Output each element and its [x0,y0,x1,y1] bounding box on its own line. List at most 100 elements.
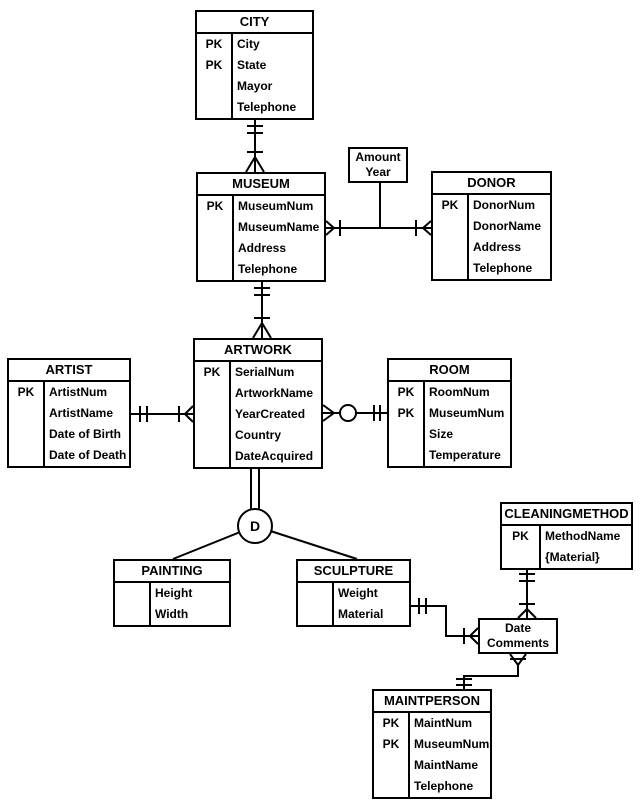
connector-museum-donor [325,183,432,236]
attribute: MuseumNum [414,737,490,751]
attribute: Height [155,586,193,600]
pk-column: PK [433,195,469,279]
attribute: Telephone [238,262,298,276]
many-mandatory-icon [245,151,265,173]
pk-column [115,583,151,625]
one-mandatory-icon [373,405,381,421]
entity-title: DONOR [433,173,550,195]
attribute-column: Weight Material [334,583,409,625]
attribute-column: DonorNum DonorName Address Telephone [469,195,550,279]
pk-column: PK [198,196,234,280]
pk-column [298,583,334,625]
entity-donor[interactable]: DONOR PK DonorNum DonorName Address Tele… [431,171,552,281]
entity-title: MUSEUM [198,174,324,196]
pk-flag: PK [206,199,224,213]
entity-maintperson[interactable]: MAINTPERSON PK PK MaintNum MuseumNum Mai… [372,689,492,799]
attribute: Weight [338,586,378,600]
attribute: SerialNum [235,365,295,379]
pk-column: PK [9,382,45,466]
entity-title: CLEANINGMETHOD [502,504,631,526]
many-mandatory-icon [509,653,527,666]
entity-title: PAINTING [115,561,229,583]
connector-maintenance-maintperson [456,653,527,689]
entity-title: CITY [197,12,312,34]
connector-museum-artwork [252,281,272,339]
one-mandatory-icon [519,573,535,582]
attribute-column: MaintNum MuseumNum MaintName Telephone [410,713,490,797]
attribute: Telephone [237,100,297,114]
entity-painting[interactable]: PAINTING Height Width [113,559,231,627]
attribute: MaintNum [414,716,472,730]
one-mandatory-icon [139,406,148,422]
attribute: Country [235,428,281,442]
attribute-column: City State Mayor Telephone [233,34,312,118]
connector-cleaningmethod-maintenance [517,565,537,619]
one-mandatory-icon [456,678,472,686]
many-mandatory-icon [178,405,194,423]
attribute: Mayor [237,79,273,93]
disjoint-label: D [250,518,260,534]
relationship-attributes-amount-year[interactable]: Amount Year [348,147,408,183]
attribute-column: Height Width [151,583,229,625]
attribute: Width [155,607,189,621]
attribute: ArtworkName [235,386,314,400]
one-mandatory-icon [418,598,427,614]
attribute: YearCreated [235,407,306,421]
entity-title: ROOM [389,360,510,382]
connector-artwork-subtypes: D [172,469,358,560]
relationship-attributes-date-comments[interactable]: Date Comments [478,618,558,654]
entity-cleaningmethod[interactable]: CLEANINGMETHOD PK MethodName {Material} [500,502,633,570]
pk-column: PK PK [374,713,410,797]
attribute: City [237,37,260,51]
attribute: Comments [486,636,549,650]
entity-sculpture[interactable]: SCULPTURE Weight Material [296,559,411,627]
pk-column: PK PK [197,34,233,118]
many-mandatory-icon [517,603,537,619]
attribute: DonorNum [473,198,535,212]
attribute: Address [238,241,287,255]
many-mandatory-icon [463,627,479,645]
attribute: DonorName [473,219,542,233]
pk-flag: PK [205,58,223,72]
pk-flag: PK [17,385,35,399]
many-mandatory-icon [325,220,341,236]
entity-room[interactable]: ROOM PK PK RoomNum MuseumNum Size Temper… [387,358,512,468]
pk-flag: PK [382,737,400,751]
many-mandatory-icon [415,220,432,236]
attribute-column: MethodName {Material} [541,526,631,568]
attribute: Year [365,165,391,179]
attribute: MuseumNum [238,199,314,213]
attribute: Telephone [473,261,533,275]
attribute: {Material} [545,550,600,564]
attribute: Date of Birth [49,427,121,441]
pk-flag: PK [203,365,221,379]
pk-flag: PK [205,37,223,51]
pk-flag: PK [397,406,415,420]
attribute: Date of Death [49,448,127,462]
many-icon [322,404,335,422]
entity-title: SCULPTURE [298,561,409,583]
entity-museum[interactable]: MUSEUM PK MuseumNum MuseumName Address T… [196,172,326,282]
one-mandatory-icon [247,125,263,134]
attribute: DateAcquired [235,449,314,463]
attribute-column: RoomNum MuseumNum Size Temperature [425,382,510,466]
attribute-column: MuseumNum MuseumName Address Telephone [234,196,324,280]
entity-city[interactable]: CITY PK PK City State Mayor Telephone [195,10,314,120]
entity-artwork[interactable]: ARTWORK PK SerialNum ArtworkName YearCre… [193,338,323,469]
entity-artist[interactable]: ARTIST PK ArtistNum ArtistName Date of B… [7,358,131,468]
attribute: ArtistNum [49,385,108,399]
attribute: Telephone [414,779,474,793]
attribute: MuseumNum [429,406,505,420]
attribute: State [237,58,267,72]
optional-circle-icon [339,404,357,422]
connector-city-museum [245,119,265,173]
attribute-column: ArtistNum ArtistName Date of Birth Date … [45,382,129,466]
pk-flag: PK [512,529,529,543]
attribute: Amount [355,150,401,164]
attribute: RoomNum [429,385,490,399]
attribute: Address [473,240,522,254]
pk-flag: PK [382,716,400,730]
connector-artist-artwork [131,405,194,423]
